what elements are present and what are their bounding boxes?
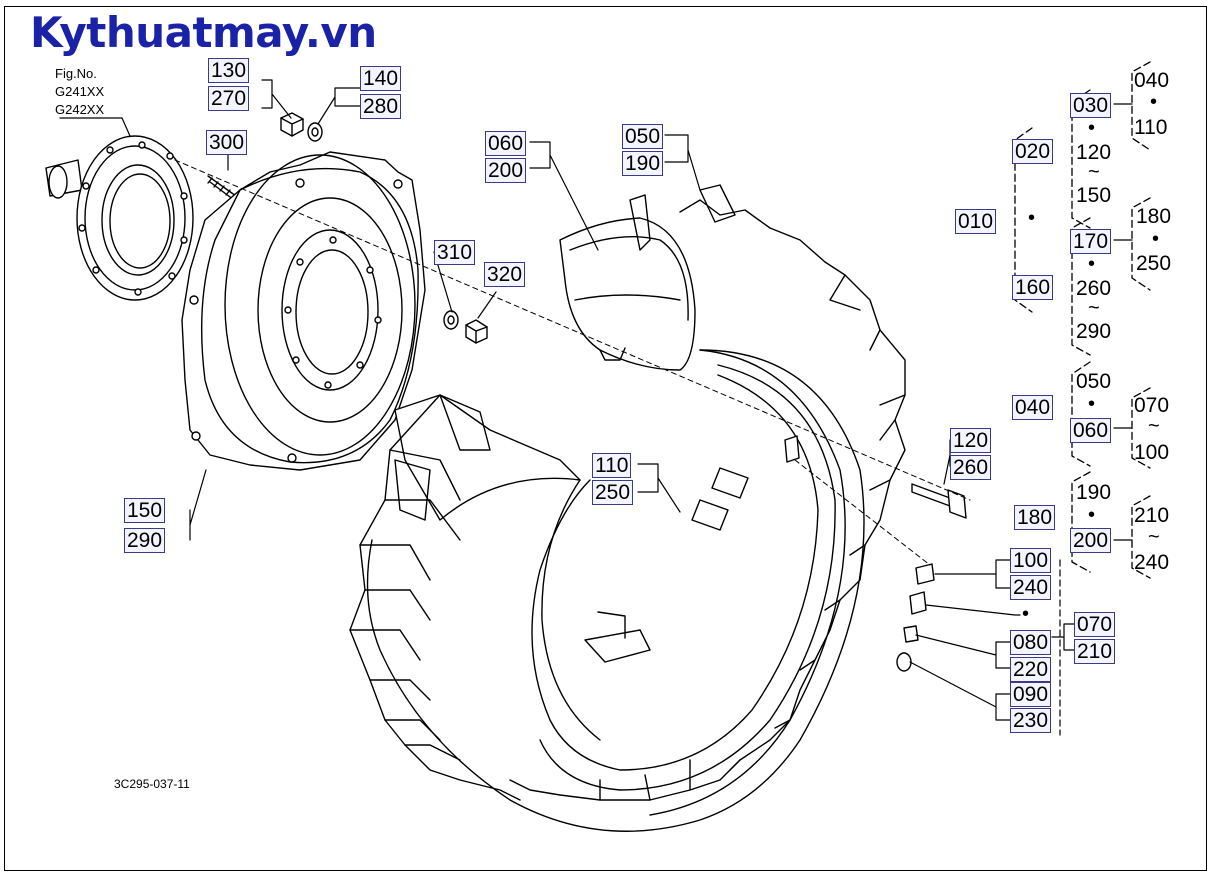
rim-clip (584, 467, 749, 663)
tree-ties (1113, 103, 1133, 541)
tree-290: 290 (1076, 320, 1112, 343)
tree-tilde: ~ (1088, 297, 1100, 319)
tree-180-b[interactable]: 180 (1014, 505, 1056, 530)
callout-230[interactable]: 230 (1010, 708, 1052, 733)
callout-190[interactable]: 190 (622, 151, 664, 176)
tree-dot: • (1152, 228, 1160, 250)
callout-070[interactable]: 070 (1074, 612, 1116, 637)
fig-code-2: G242XX (55, 102, 105, 117)
tree-tilde: ~ (1148, 415, 1160, 437)
tree-250: 250 (1136, 252, 1172, 275)
callout-080[interactable]: 080 (1010, 630, 1052, 655)
valve-axis (794, 459, 931, 566)
tree-260: 260 (1076, 277, 1112, 300)
tree-dot: • (1088, 253, 1096, 275)
callout-100[interactable]: 100 (1010, 548, 1052, 573)
tree-dot: • (1028, 207, 1036, 229)
hub-flange (45, 135, 194, 301)
tree-dot: • (1150, 91, 1158, 113)
tree-190: 190 (1076, 481, 1112, 504)
callout-320[interactable]: 320 (484, 262, 526, 287)
tree-030[interactable]: 030 (1070, 93, 1112, 118)
callout-140[interactable]: 140 (360, 66, 402, 91)
callout-060[interactable]: 060 (485, 131, 527, 156)
tree-010[interactable]: 010 (955, 209, 997, 234)
valve-assembly (784, 435, 935, 672)
tree-dot: • (1088, 117, 1096, 139)
callout-250[interactable]: 250 (592, 480, 634, 505)
callout-300[interactable]: 300 (206, 130, 248, 155)
tree-020[interactable]: 020 (1012, 139, 1054, 164)
tree-dot: • (1088, 504, 1096, 526)
tree-100: 100 (1134, 441, 1170, 464)
nut-320 (465, 319, 488, 344)
tree-050: 050 (1076, 370, 1112, 393)
bolt-120 (911, 483, 967, 519)
tree-150: 150 (1076, 184, 1112, 207)
tree-060[interactable]: 060 (1070, 418, 1112, 443)
tree-040: 040 (1134, 69, 1170, 92)
callout-260[interactable]: 260 (950, 455, 992, 480)
fig-no-label: Fig.No. (55, 66, 97, 81)
leader-lines (59, 79, 1075, 736)
callout-290[interactable]: 290 (124, 528, 166, 553)
callout-150[interactable]: 150 (124, 498, 166, 523)
callout-210[interactable]: 210 (1074, 639, 1116, 664)
tree-110: 110 (1134, 116, 1168, 139)
wheel-disc (181, 151, 426, 471)
callout-280[interactable]: 280 (360, 94, 402, 119)
tree-160[interactable]: 160 (1012, 275, 1054, 300)
callout-240[interactable]: 240 (1010, 575, 1052, 600)
tree-180: 180 (1136, 205, 1172, 228)
tree-tilde: ~ (1148, 526, 1160, 548)
callout-090[interactable]: 090 (1010, 682, 1052, 707)
tree-240: 240 (1134, 551, 1170, 574)
callout-200[interactable]: 200 (485, 158, 527, 183)
brand-logo-text: Kythuatmay.vn (30, 8, 377, 57)
callout-220[interactable]: 220 (1010, 657, 1052, 682)
callout-310[interactable]: 310 (434, 240, 476, 265)
valve-group-dot: • (1022, 603, 1030, 625)
callout-050[interactable]: 050 (622, 124, 664, 149)
callout-110[interactable]: 110 (592, 453, 632, 478)
assembly-axis (174, 159, 971, 501)
stud-300 (207, 175, 237, 201)
tree-170[interactable]: 170 (1070, 229, 1112, 254)
callout-130[interactable]: 130 (208, 58, 250, 83)
tree-070: 070 (1134, 394, 1170, 417)
tyre (349, 199, 906, 832)
washer-140 (307, 122, 323, 142)
nut-130 (280, 112, 304, 137)
tree-200[interactable]: 200 (1070, 528, 1112, 553)
fig-code-1: G241XX (55, 84, 105, 99)
drawing-code: 3C295-037-11 (114, 777, 190, 791)
tree-tilde: ~ (1088, 161, 1100, 183)
inner-tube-section (559, 184, 736, 371)
callout-270[interactable]: 270 (208, 86, 250, 111)
tree-210: 210 (1134, 504, 1170, 527)
drawing-frame (4, 6, 1207, 871)
tree-dot: • (1088, 393, 1096, 415)
washer-310 (443, 310, 459, 330)
callout-120[interactable]: 120 (950, 428, 992, 453)
tree-120: 120 (1076, 141, 1112, 164)
tree-040-b[interactable]: 040 (1012, 395, 1054, 420)
